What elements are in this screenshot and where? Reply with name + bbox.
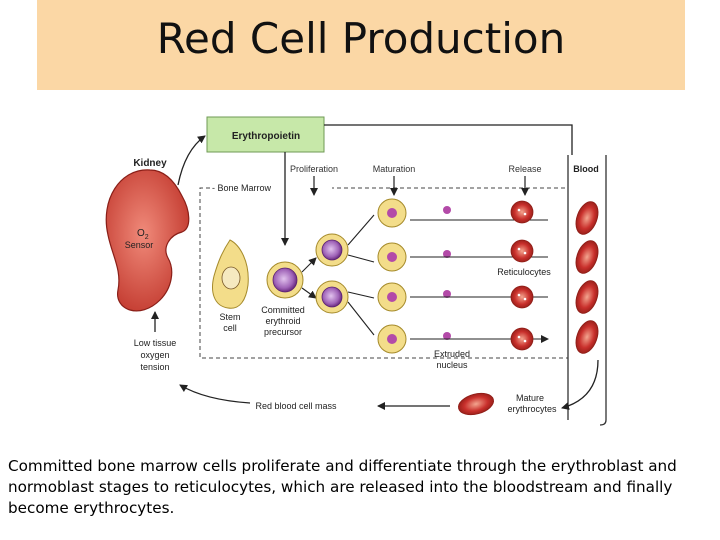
release-label: Release [508,164,541,174]
release-arrowheads [460,219,548,339]
low-tissue-label-2: oxygen [140,350,169,360]
erythropoietin-box [206,116,325,153]
stem-cell-label-1: Stem [219,312,240,322]
extruded-nucleus-1 [443,206,451,214]
extruded-nucleus-4 [443,332,451,340]
stem-cell-label-2: cell [223,323,237,333]
prolif-arrow-down [301,287,317,299]
extruded-nucleus-3 [443,290,451,298]
o2-text: O [137,228,145,239]
release-arrows [410,219,510,340]
prolif-arrow-up [301,257,317,273]
mature-label-2: erythrocytes [507,404,557,414]
kidney-label: Kidney [133,158,167,169]
erythrocyte-3 [575,280,599,314]
reticulocyte-1 [510,200,534,224]
erythropoietin-label: Erythropoietin [232,131,300,142]
committed-precursor-nucleus [272,267,298,293]
extruded-label-1: Extruded [434,349,470,359]
caption-text: Committed bone marrow cells proliferate … [8,457,677,517]
maturing-cell-3 [377,282,407,312]
branch-arrows [347,214,375,336]
blood-vessel [567,155,607,426]
proliferating-cell-top [315,233,349,267]
rbc-mass-label: Red blood cell mass [255,401,337,411]
reticulocyte-3 [510,285,534,309]
extruded-nucleus-2 [443,250,451,258]
erythrocyte-4 [575,320,599,354]
o2-subscript: 2 [145,234,149,241]
slide-title: Red Cell Production [156,14,566,63]
committed-label-2: erythroid [265,316,300,326]
maturing-cell-4 [377,324,407,354]
bone-marrow-label: - Bone Marrow [212,183,272,193]
low-tissue-label-3: tension [140,362,169,372]
mature-erythrocyte [458,392,494,416]
committed-label-1: Committed [261,305,305,315]
epo-to-marrow-arrow [324,124,573,155]
maturing-cell-2 [377,242,407,272]
erythrocyte-2 [575,240,599,274]
o2-label: O2 [137,228,149,241]
low-tissue-label-1: Low tissue [134,338,177,348]
stem-cell-nucleus [221,266,241,290]
sensor-label: Sensor [125,240,154,250]
title-banner: Red Cell Production [37,0,685,90]
kidney-shape [105,169,190,312]
reticulocytes-label: Reticulocytes [497,267,551,277]
blood-return-curve [561,359,599,410]
to-low-tissue-arrow [179,384,251,404]
mature-label-1: Mature [516,393,544,403]
committed-label-3: precursor [264,327,302,337]
reticulocyte-2 [510,239,534,263]
proliferating-cell-bottom [315,280,349,314]
erythrocyte-1 [575,201,599,235]
blood-label: Blood [573,164,599,174]
extruded-label-2: nucleus [436,360,468,370]
kidney-to-epo-arrow [177,135,206,186]
maturing-cell-1 [377,198,407,228]
maturation-label: Maturation [373,164,416,174]
proliferation-label: Proliferation [290,164,338,174]
reticulocyte-4 [510,327,534,351]
